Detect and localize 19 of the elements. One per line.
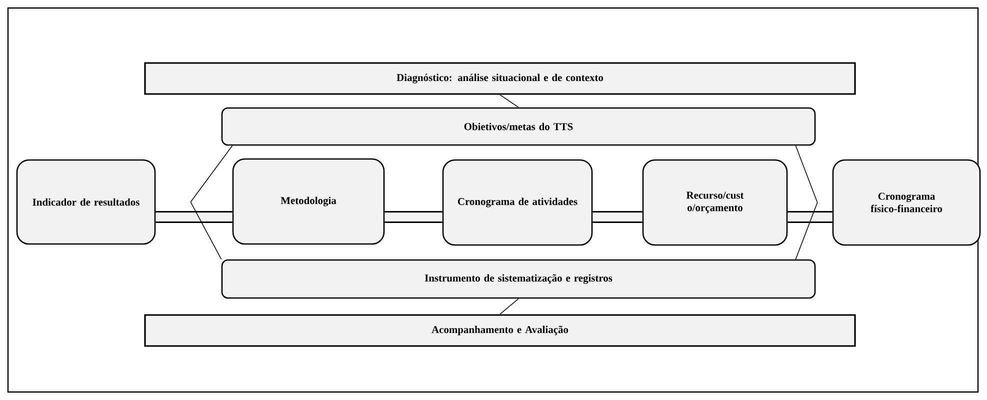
process-box: Indicador de resultados xyxy=(16,159,156,245)
double-line-connector xyxy=(592,211,642,223)
connector-line xyxy=(190,202,222,260)
double-line-connector xyxy=(384,211,442,223)
band-box: Instrumento de sistematização e registros xyxy=(221,259,816,299)
heading-box: Acompanhamento e Avaliação xyxy=(144,314,856,347)
process-box: Metodologia xyxy=(232,158,385,245)
connector-line xyxy=(795,145,818,203)
connector-line xyxy=(500,298,519,315)
process-box: Cronograma de atividades xyxy=(442,159,593,246)
double-line-connector xyxy=(788,211,832,223)
double-line-connector xyxy=(156,211,232,223)
heading-box: Diagnóstico: análise situacional e de contexto xyxy=(144,62,856,95)
band-box: Obietivos/metas do TTS xyxy=(221,107,816,146)
process-box: Cronograma físico-financeiro xyxy=(832,159,981,246)
connector-line xyxy=(500,94,519,108)
connector-line xyxy=(795,202,818,260)
process-box: Recurso/cust o/orçamento xyxy=(642,159,788,246)
connector-line xyxy=(190,145,233,202)
